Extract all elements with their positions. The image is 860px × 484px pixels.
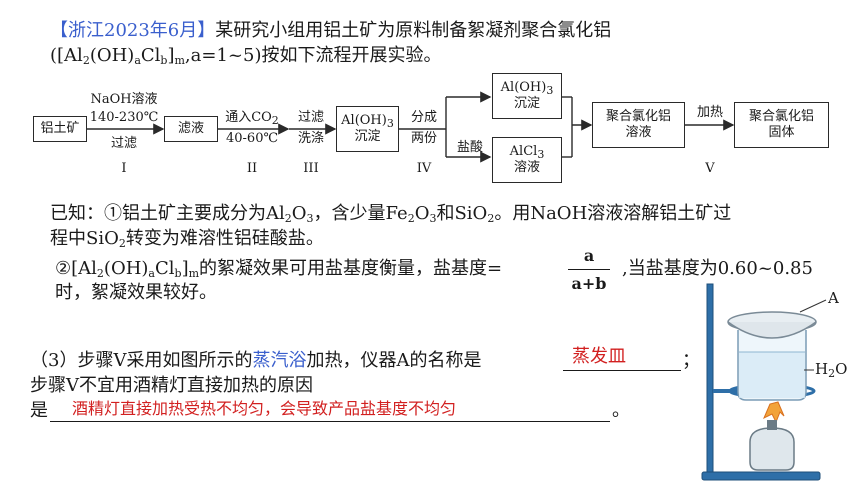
part3-line3-end: 。: [612, 400, 630, 421]
step4-two-parts: 两份: [410, 131, 437, 146]
fraction-bar: [568, 269, 610, 270]
answer2-text: 酒精灯直接加热受热不均匀，会导致产品盐基度不均匀: [72, 399, 457, 418]
step1-reagent: NaOH溶液: [90, 92, 158, 107]
part3-line2: 步骤V不宜用酒精灯直接加热的原因: [30, 375, 313, 396]
fraction-numerator: a: [583, 246, 595, 265]
step3-number: III: [303, 161, 319, 176]
flow-box-precipitate: Al(OH)3 沉淀: [336, 106, 399, 152]
flow-arrows: [87, 91, 735, 163]
stand-base: [701, 471, 821, 481]
known-line4: 时，絮凝效果较好。: [55, 282, 217, 303]
part3-line1: （3）步骤V采用如图所示的蒸汽浴加热，仪器A的名称是: [30, 350, 482, 371]
heat-label: 加热: [696, 105, 723, 120]
part3-line1-end: ；: [682, 350, 700, 371]
known-line3-tail: ,当盐基度为0.60~0.85: [622, 258, 813, 279]
steam-bath-highlight: 蒸汽浴: [252, 350, 307, 371]
source-tag: 【浙江2023年6月】: [50, 20, 216, 41]
answer2-blank: [50, 421, 610, 422]
flow-box-upper-precipitate: Al(OH)3 沉淀: [492, 73, 562, 119]
label-a: A: [828, 289, 839, 307]
step1-number: I: [121, 161, 127, 176]
stand-rod: [706, 283, 714, 479]
step4-split: 分成: [410, 110, 437, 125]
step2-temp: 40-60℃: [225, 131, 279, 146]
step2-number: II: [246, 161, 258, 176]
question-intro-line2: ([Al2(OH)aClb]m,a=1~5)按如下流程开展实验。: [50, 45, 442, 67]
part3-line3-start: 是: [30, 400, 48, 421]
step3-filter: 过滤: [297, 110, 324, 125]
known-line2: 程中SiO2转变为难溶性铝硅酸盐。: [50, 228, 324, 250]
flow-box-pac-solid: 聚合氯化铝 固体: [734, 102, 829, 148]
step3-wash: 洗涤: [297, 131, 324, 146]
hydrochloric-acid-label: 盐酸: [456, 140, 483, 155]
flow-box-alcl3: AlCl3 溶液: [492, 137, 562, 183]
known-line3: ②[Al2(OH)aClb]m的絮凝效果可用盐基度衡量，盐基度=: [55, 258, 503, 280]
step1-temp: 140-230℃: [89, 110, 159, 125]
step4-number: IV: [416, 161, 432, 176]
step1-filter: 过滤: [110, 136, 137, 151]
flow-box-filtrate: 滤液: [164, 116, 218, 142]
flame-icon: [763, 401, 785, 424]
ring-arm: [713, 389, 743, 393]
flow-box-pac-solution: 聚合氯化铝 溶液: [592, 102, 685, 148]
question-intro-line1: 【浙江2023年6月】某研究小组用铝土矿为原料制备絮凝剂聚合氯化铝: [50, 20, 612, 41]
answer1-blank: [563, 370, 681, 371]
known-line1: 已知：①铝土矿主要成分为Al2O3，含少量Fe2O3和SiO2。用NaOH溶液溶…: [50, 203, 732, 225]
label-water: H2O: [815, 360, 848, 380]
alcohol-lamp: [749, 427, 795, 471]
step2-reagent: 通入CO2: [225, 110, 279, 127]
steam-bath-apparatus: [701, 283, 827, 481]
answer1-text: 蒸发皿: [572, 346, 626, 367]
flow-box-bauxite: 铝土矿: [33, 116, 87, 142]
step5-number: V: [705, 161, 715, 176]
fraction-denominator: a+b: [571, 274, 607, 293]
